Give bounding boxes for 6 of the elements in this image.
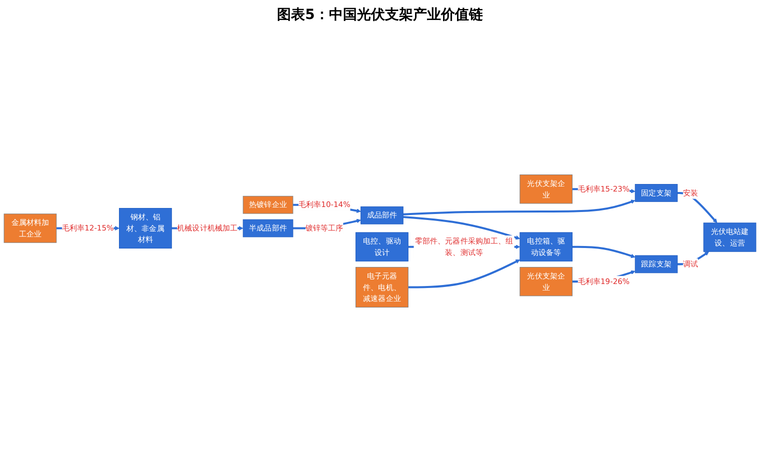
arrow [572,246,636,258]
arrow [403,216,520,240]
arrow [408,259,520,288]
chart-title: 图表5：中国光伏支架产业价值链 [276,6,484,25]
arrow [403,200,636,216]
arrow [677,192,718,224]
